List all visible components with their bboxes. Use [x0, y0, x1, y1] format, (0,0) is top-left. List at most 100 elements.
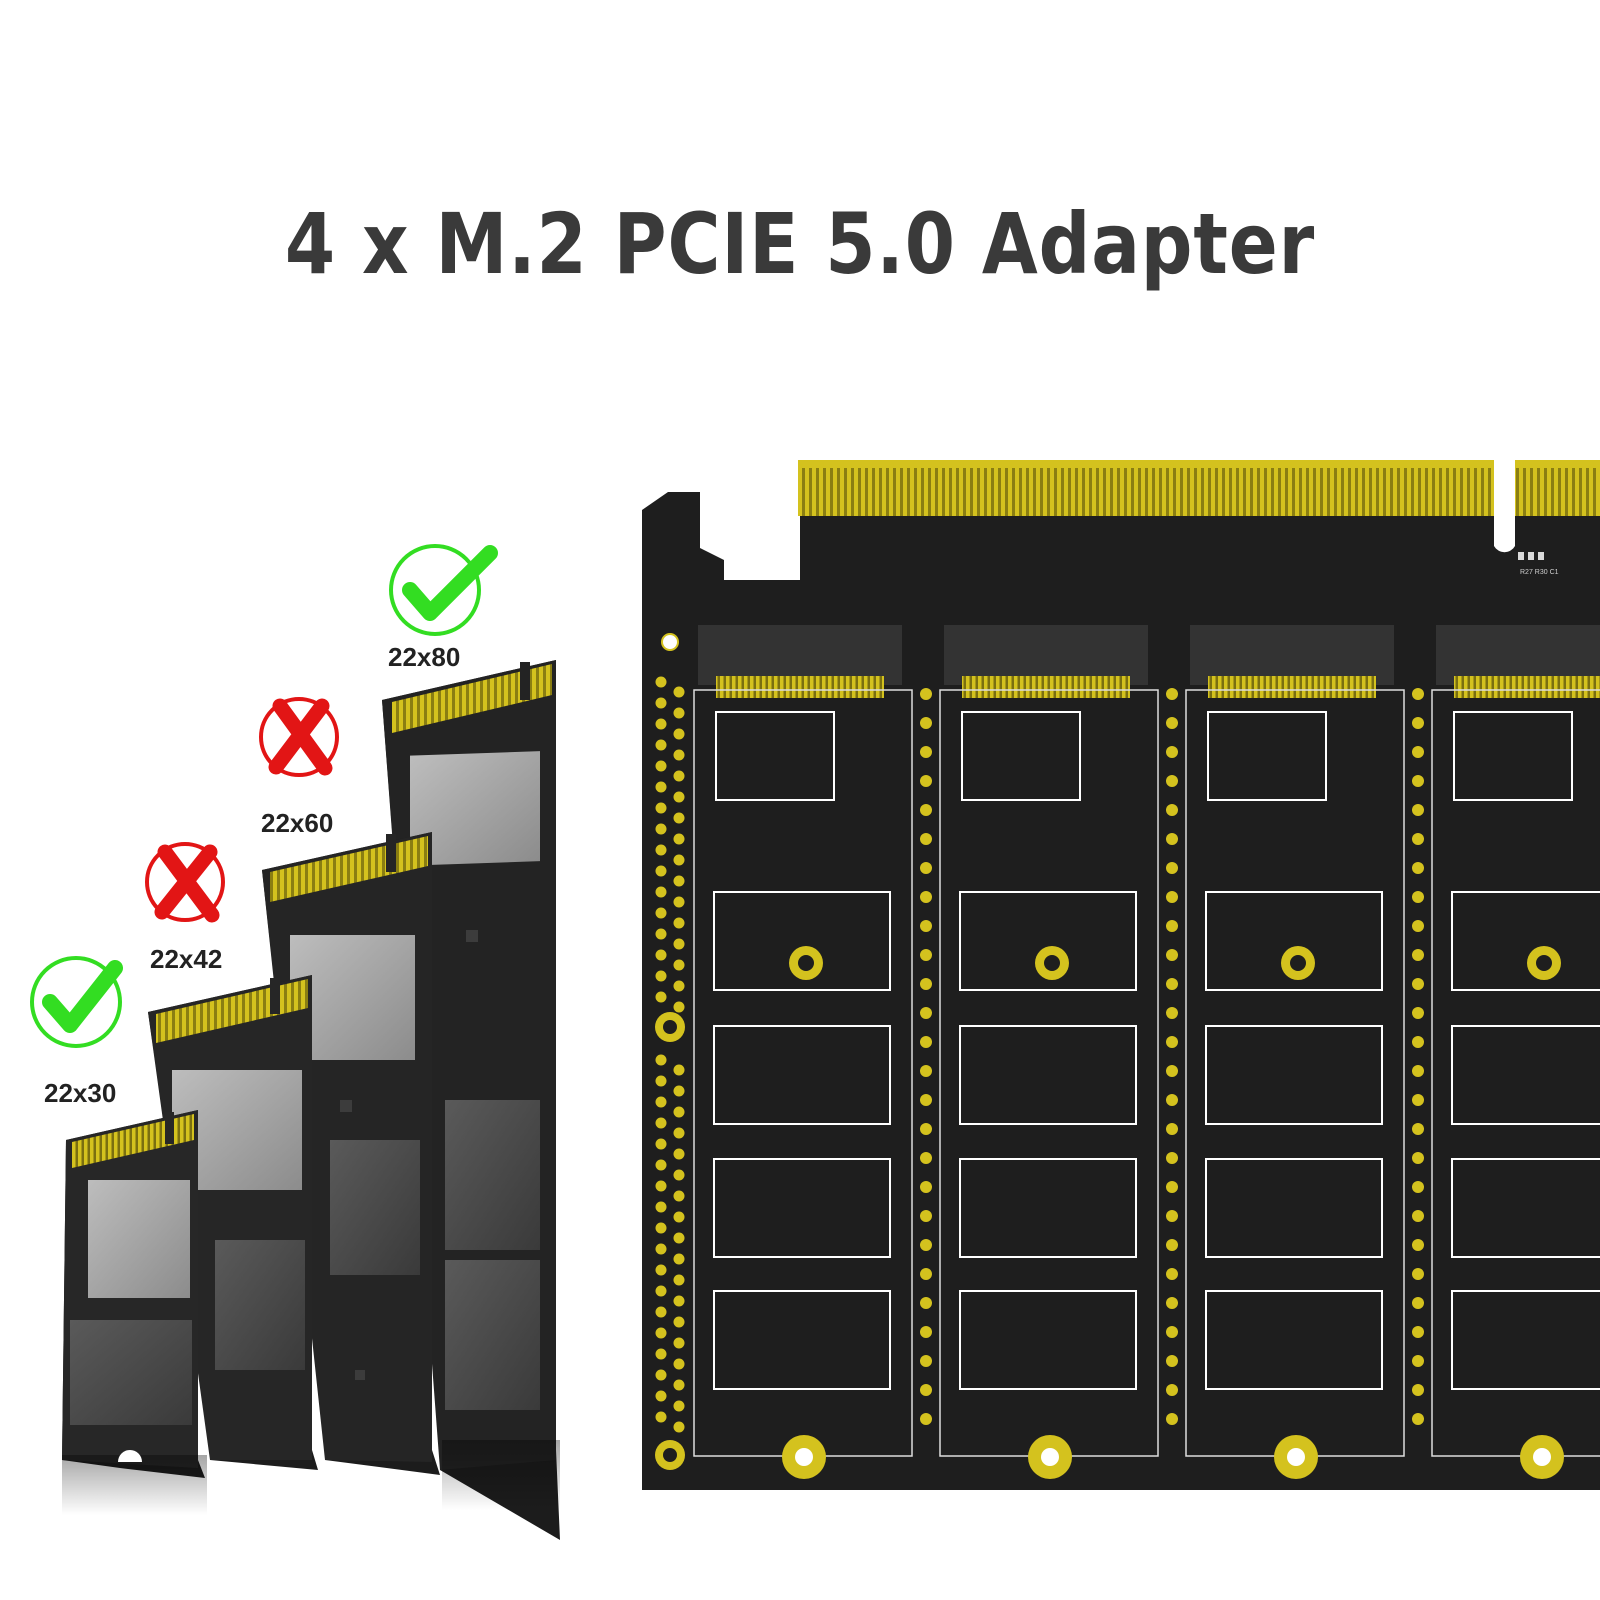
via [655, 718, 667, 730]
via [673, 1358, 685, 1370]
check-icon-22x30 [30, 956, 123, 1048]
module-size-label-22x30: 22x30 [44, 1078, 117, 1108]
via [655, 1159, 667, 1171]
via [655, 1264, 667, 1276]
via [1412, 1181, 1424, 1193]
via [655, 970, 667, 982]
via [673, 1379, 685, 1391]
via [920, 1384, 932, 1396]
via [655, 1285, 667, 1297]
via [1412, 949, 1424, 961]
via [1412, 1123, 1424, 1135]
via [655, 1369, 667, 1381]
via [673, 1127, 685, 1139]
silkscreen-box [1453, 711, 1573, 801]
via [655, 928, 667, 940]
via [673, 686, 685, 698]
via [1412, 688, 1424, 700]
via [673, 770, 685, 782]
via [673, 1253, 685, 1265]
via [655, 676, 667, 688]
via [673, 791, 685, 803]
m2-slot [693, 625, 932, 1479]
via [1166, 1181, 1178, 1193]
via [1166, 1384, 1178, 1396]
silkscreen-box [713, 1290, 891, 1390]
via [655, 1096, 667, 1108]
via [1412, 717, 1424, 729]
via [655, 1348, 667, 1360]
via [920, 1094, 932, 1106]
via [1412, 1094, 1424, 1106]
via [920, 804, 932, 816]
via [1166, 1326, 1178, 1338]
via [920, 1036, 932, 1048]
via [1412, 746, 1424, 758]
silkscreen-box [713, 1025, 891, 1125]
component-marks: R27 R30 C1 [1520, 569, 1559, 576]
via [1412, 1152, 1424, 1164]
m2-connector [944, 625, 1148, 685]
via [655, 802, 667, 814]
via [920, 1268, 932, 1280]
via [673, 1106, 685, 1118]
connector-pins [716, 676, 884, 698]
via [1166, 1036, 1178, 1048]
via [1412, 891, 1424, 903]
via [1166, 1152, 1178, 1164]
via [655, 1201, 667, 1213]
via [1412, 1384, 1424, 1396]
via [655, 1180, 667, 1192]
via [673, 1232, 685, 1244]
via [1412, 833, 1424, 845]
silkscreen-box [961, 711, 1081, 801]
via [920, 862, 932, 874]
via [655, 886, 667, 898]
connector-pins [1208, 676, 1376, 698]
via [655, 739, 667, 751]
via [673, 1400, 685, 1412]
via [1166, 1413, 1178, 1425]
via [1166, 891, 1178, 903]
via [920, 833, 932, 845]
silkscreen-box [959, 1025, 1137, 1125]
via [920, 1297, 932, 1309]
check-icon-22x80 [389, 544, 498, 636]
module-size-label-22x60: 22x60 [261, 808, 334, 838]
adapter-card: R27 R30 C1 [642, 460, 1600, 1490]
m2-connector [1190, 625, 1394, 685]
via [1166, 862, 1178, 874]
m2-module-22x42 [148, 975, 318, 1470]
m2-connector [698, 625, 902, 685]
left-via-column [655, 676, 685, 1433]
via [1412, 1036, 1424, 1048]
via [920, 920, 932, 932]
via [655, 1075, 667, 1087]
m2-slots [693, 625, 1600, 1479]
via [1412, 1413, 1424, 1425]
via [673, 1001, 685, 1013]
via [673, 1211, 685, 1223]
via [1412, 1326, 1424, 1338]
via [1412, 775, 1424, 787]
via [655, 1411, 667, 1423]
via [673, 1148, 685, 1160]
via [1166, 775, 1178, 787]
via [920, 1210, 932, 1222]
via [655, 781, 667, 793]
via [1412, 1065, 1424, 1077]
via [1412, 1355, 1424, 1367]
via [655, 1390, 667, 1402]
via [1166, 1094, 1178, 1106]
via [1166, 949, 1178, 961]
via [655, 865, 667, 877]
via [673, 1295, 685, 1307]
m2-slot [1185, 625, 1424, 1479]
via [920, 949, 932, 961]
via [673, 1421, 685, 1433]
via [673, 1169, 685, 1181]
via [673, 917, 685, 929]
via [920, 1065, 932, 1077]
via [1412, 1297, 1424, 1309]
